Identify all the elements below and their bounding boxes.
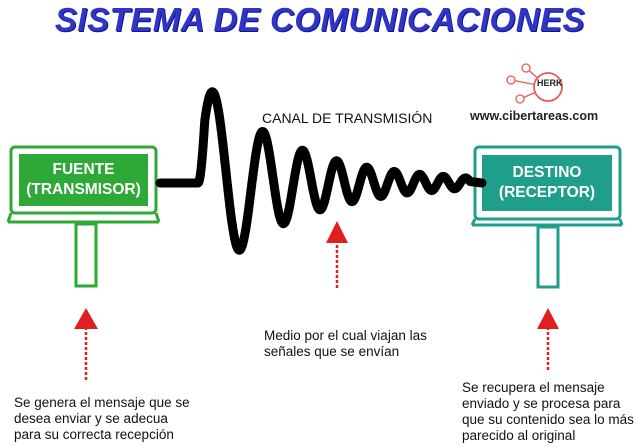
destination-post xyxy=(536,225,560,289)
source-description-line: desea enviar y se adecua xyxy=(14,411,168,426)
destination-description-line: parecido al original xyxy=(462,428,576,443)
channel-label: CANAL DE TRANSMISIÓN xyxy=(262,110,433,126)
channel-description-line: Medio por el cual viajan las xyxy=(264,328,427,343)
herk-logo xyxy=(506,63,563,104)
source-description: Se genera el mensaje que se desea enviar… xyxy=(14,395,254,443)
destination-sign-label: DESTINO (RECEPTOR) xyxy=(482,155,612,211)
destination-description-line: que su contenido sea lo más xyxy=(462,412,634,427)
signal-wave xyxy=(155,87,487,255)
source-title: FUENTE xyxy=(52,161,115,178)
destination-description-line: Se recupera el mensaje xyxy=(462,380,605,395)
source-sign-label: FUENTE (TRANSMISOR) xyxy=(19,154,148,206)
source-subtitle: (TRANSMISOR) xyxy=(26,181,141,198)
channel-description-line: señales que se envían xyxy=(264,344,400,359)
source-description-line: Se genera el mensaje que se xyxy=(14,395,190,410)
destination-description-line: enviado y se procesa para xyxy=(462,396,621,411)
logo-text: HERK xyxy=(537,78,563,88)
destination-sign xyxy=(470,145,624,289)
destination-description: Se recupera el mensaje enviado y se proc… xyxy=(462,380,640,444)
destination-arrow xyxy=(537,308,559,370)
destination-title: DESTINO xyxy=(512,164,582,181)
source-post xyxy=(74,222,98,288)
channel-description: Medio por el cual viajan las señales que… xyxy=(264,328,504,360)
site-url: www.cibertareas.com xyxy=(470,109,599,123)
channel-arrow xyxy=(326,221,348,288)
source-description-line: para su correcta recepción xyxy=(14,427,174,442)
destination-subtitle: (RECEPTOR) xyxy=(498,184,596,201)
source-sign xyxy=(6,145,161,288)
diagram-title: SISTEMA DE COMUNICACIONES xyxy=(54,1,586,38)
source-arrow xyxy=(74,308,98,380)
